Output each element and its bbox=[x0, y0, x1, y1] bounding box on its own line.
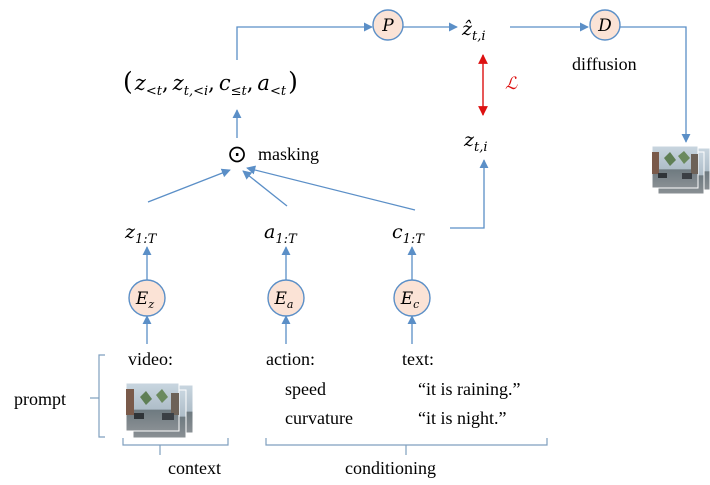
arrow-c1t-to-masking bbox=[246, 165, 416, 211]
node-d: D bbox=[589, 9, 621, 41]
video-label: video: bbox=[128, 349, 173, 369]
node-ea: Ea bbox=[267, 279, 305, 317]
node-ez: Ez bbox=[128, 279, 166, 317]
conditioning-bracket bbox=[265, 438, 548, 446]
text-label: text: bbox=[402, 349, 434, 369]
masking-symbol: ⊙ bbox=[227, 140, 247, 168]
arrow-a1t-to-masking bbox=[242, 170, 288, 207]
context-label: context bbox=[168, 458, 221, 478]
node-ea-label: Ea bbox=[274, 289, 294, 311]
arrow-c1t-to-zti bbox=[450, 159, 489, 229]
z1t-label: z1:T bbox=[124, 221, 158, 247]
node-p-label: P bbox=[381, 16, 394, 36]
zhat-label: ẑt,i bbox=[461, 18, 486, 44]
arrow-z1t-to-masking bbox=[147, 168, 231, 203]
diffusion-label: diffusion bbox=[572, 54, 637, 74]
context-bracket bbox=[122, 438, 229, 446]
connector-arrows bbox=[142, 22, 691, 344]
conditioning-label: conditioning bbox=[345, 458, 436, 478]
loss-label: ℒ bbox=[505, 74, 518, 94]
arrow-d-to-output bbox=[620, 26, 691, 143]
text-prompt-1: “it is raining.” bbox=[418, 379, 520, 399]
action-label: action: bbox=[266, 349, 315, 369]
text-prompt-2: “it is night.” bbox=[418, 408, 507, 428]
c1t-label: c1:T bbox=[392, 221, 425, 247]
prompt-bracket bbox=[98, 354, 105, 438]
node-p: P bbox=[372, 9, 404, 41]
node-ez-label: Ez bbox=[135, 289, 154, 311]
curvature-label: curvature bbox=[285, 408, 353, 428]
prompt-label: prompt bbox=[14, 389, 66, 409]
speed-label: speed bbox=[285, 379, 326, 399]
a1t-label: a1:T bbox=[264, 221, 298, 247]
output-video-frames bbox=[651, 145, 710, 195]
context-video-frames bbox=[125, 382, 194, 439]
node-ec-label: Ec bbox=[400, 289, 420, 311]
node-ec: Ec bbox=[393, 279, 431, 317]
tuple-label: (z<t,zt,<i,c≤t,a<t) bbox=[123, 67, 298, 99]
arrow-tuple-to-p bbox=[236, 22, 373, 60]
node-d-label: D bbox=[597, 16, 612, 36]
zti-label: zt,i bbox=[463, 129, 488, 155]
masking-label: masking bbox=[258, 144, 319, 164]
